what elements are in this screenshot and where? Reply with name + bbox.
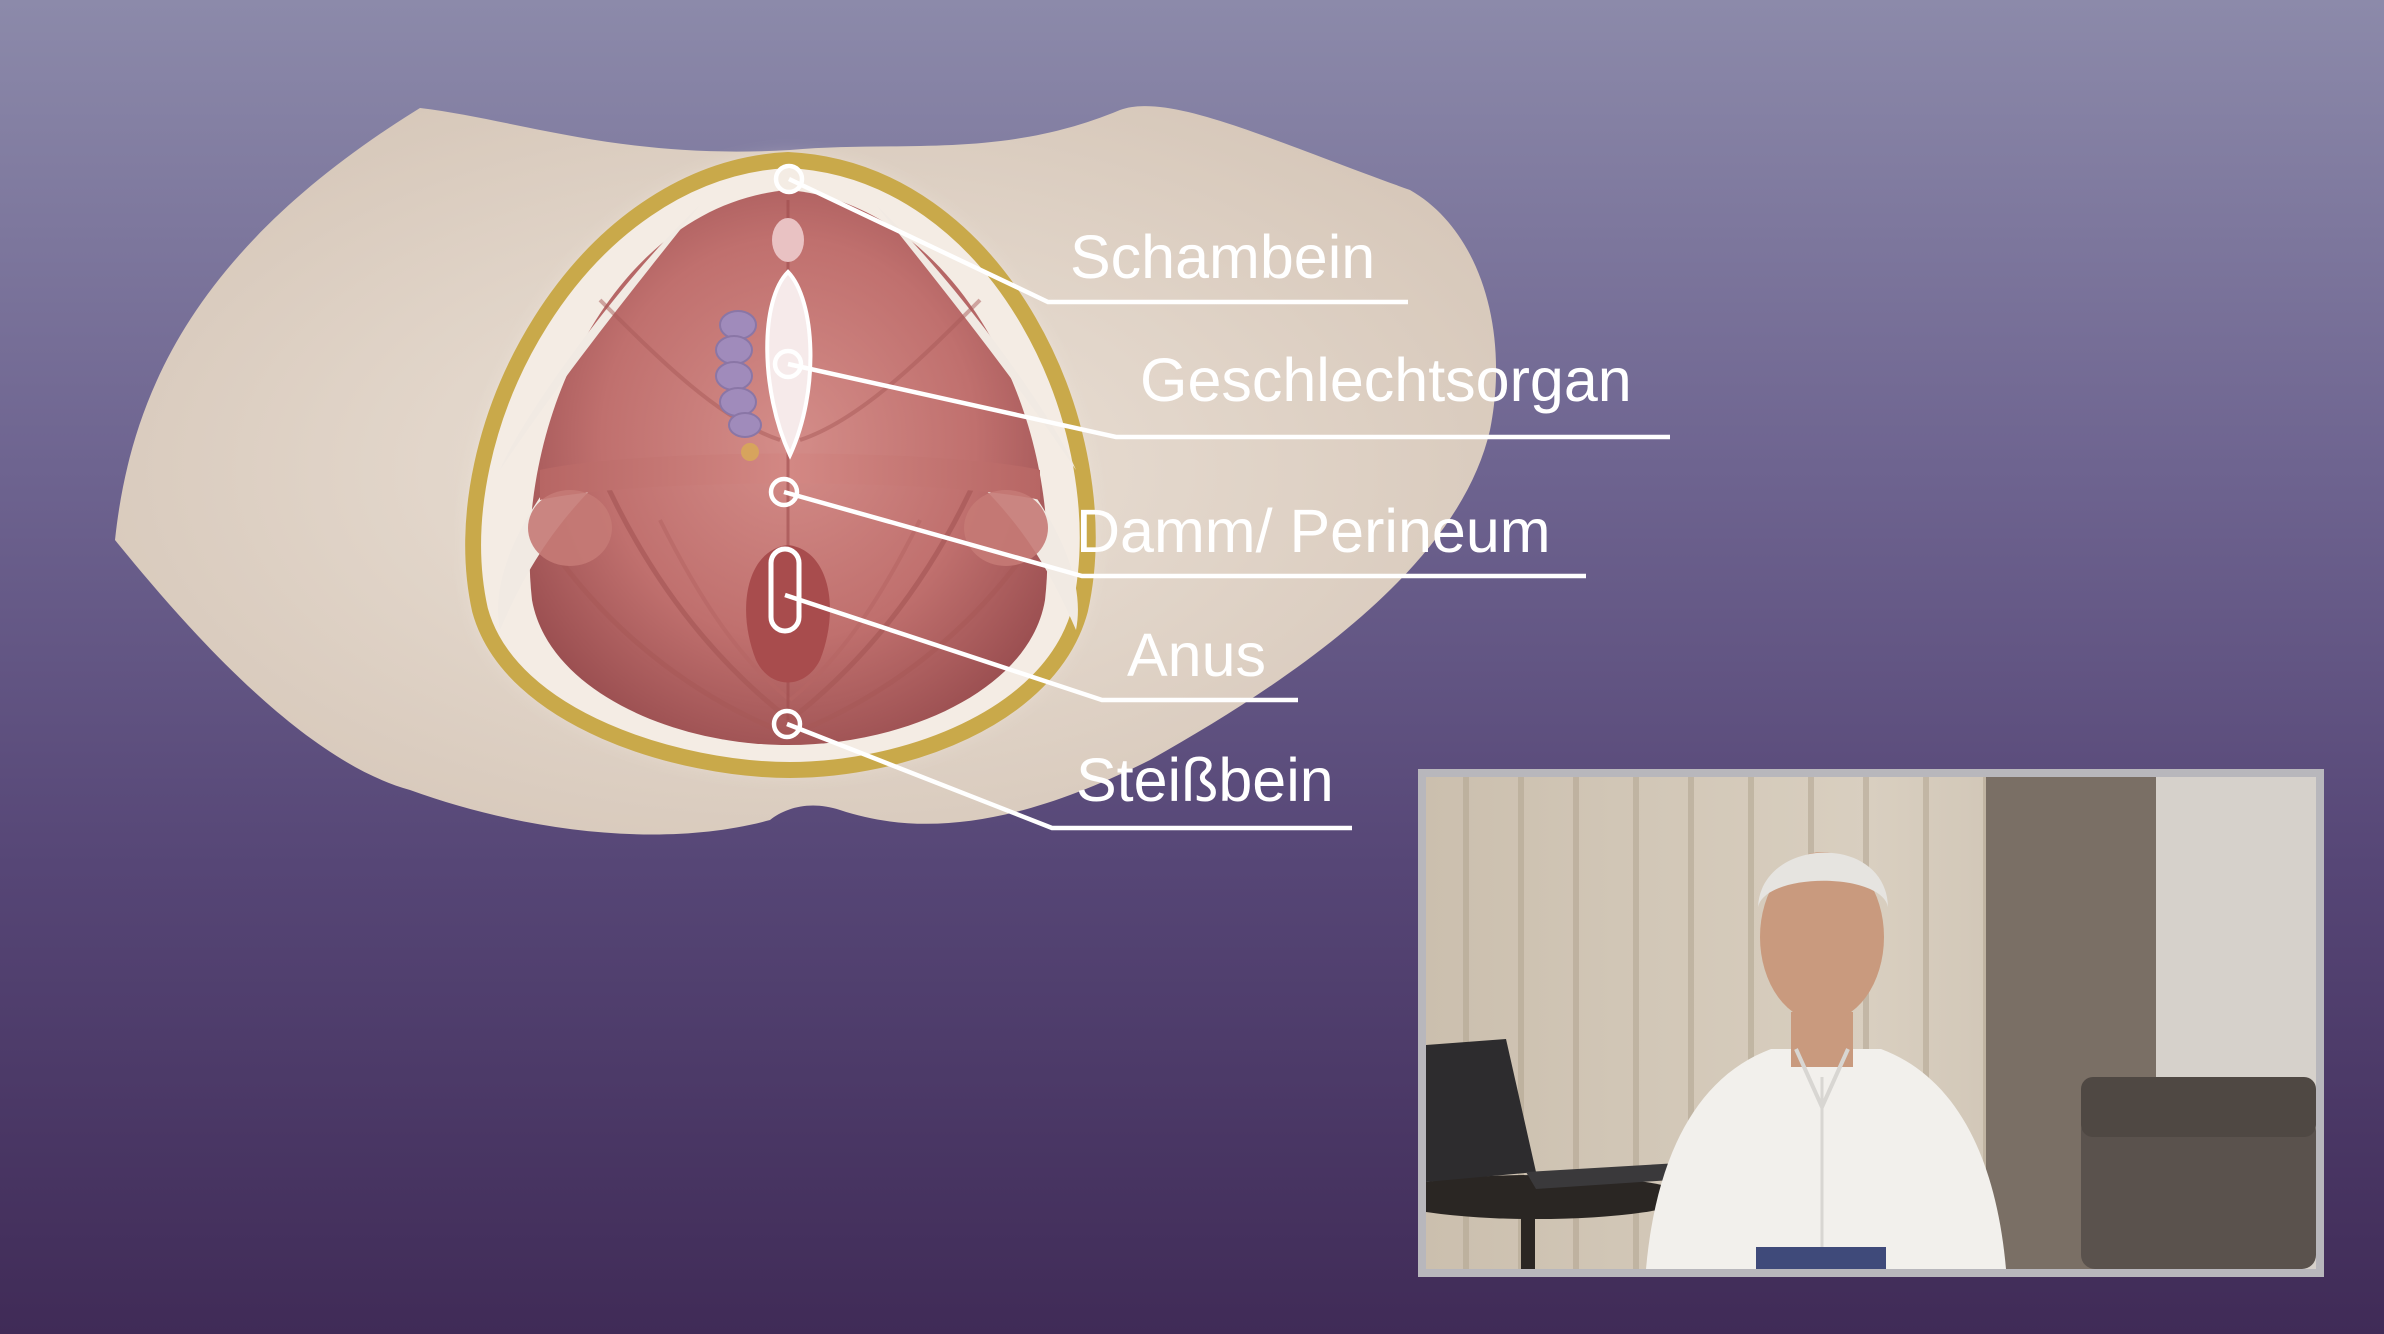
marker-geschlechtsorgan bbox=[772, 348, 804, 380]
speaker-video-inset bbox=[1418, 769, 2324, 1277]
marker-schambein bbox=[773, 163, 805, 195]
label-steissbein: Steißbein bbox=[1076, 746, 1334, 814]
speaker-person bbox=[1646, 852, 2006, 1269]
leader-line-steissbein bbox=[786, 721, 1352, 831]
label-schambein: Schambein bbox=[1070, 223, 1375, 291]
sofa bbox=[2081, 1117, 2316, 1269]
label-anus: Anus bbox=[1127, 621, 1266, 689]
anal-sphincter bbox=[746, 545, 830, 683]
leader-line-damm bbox=[783, 489, 1586, 579]
leader-line-anus bbox=[784, 592, 1298, 703]
gland bbox=[715, 310, 762, 438]
transverse-muscle-band bbox=[540, 453, 1040, 500]
table bbox=[1426, 1175, 1686, 1219]
marker-anus bbox=[768, 546, 802, 634]
leader-line-geschlechtsorgan bbox=[787, 361, 1670, 440]
leader-line-schambein bbox=[788, 176, 1408, 305]
label-geschlechtsorgan: Geschlechtsorgan bbox=[1140, 346, 1632, 414]
label-damm: Damm/ Perineum bbox=[1076, 497, 1551, 565]
laptop bbox=[1426, 1039, 1536, 1182]
marker-damm bbox=[768, 476, 800, 508]
marker-steissbein bbox=[771, 708, 803, 740]
